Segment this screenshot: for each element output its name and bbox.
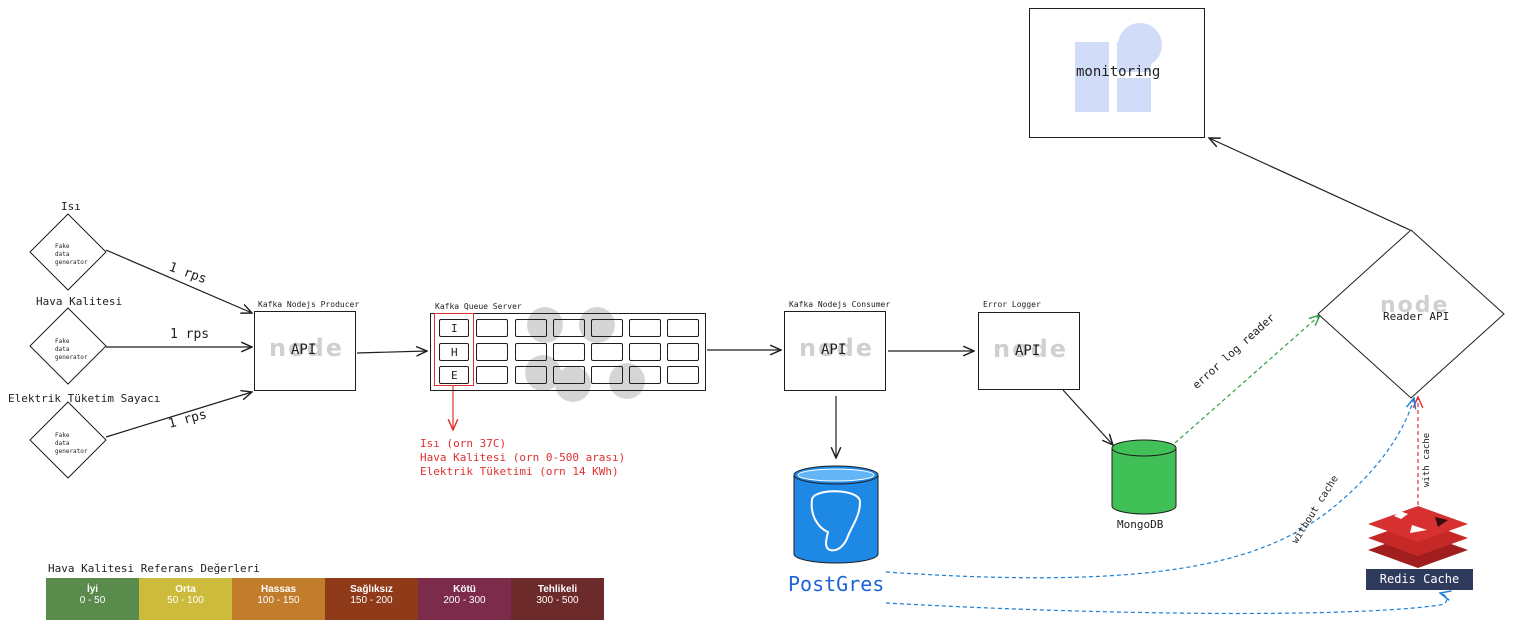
queue-cell (667, 319, 699, 337)
queue-cell-e: E (439, 366, 469, 384)
queue-cell-i: I (439, 319, 469, 337)
postgres-cylinder (793, 465, 879, 564)
edge-logger-mongodb (1062, 389, 1113, 445)
monitoring-label: monitoring (1076, 64, 1161, 80)
redis-logo (1368, 506, 1468, 568)
redis-label: Redis Cache (1366, 569, 1473, 590)
edge-elektrik-producer (105, 392, 252, 438)
aqi-level-name: Tehlikeli (537, 584, 578, 595)
queue-cell (515, 343, 547, 361)
aqi-level-name: Hassas (260, 584, 297, 595)
producer-title: Kafka Nodejs Producer (258, 300, 360, 309)
queue-cell-h: H (439, 343, 469, 361)
sensor-elektrik-title: Elektrik Tüketim Sayacı (8, 392, 161, 405)
aqi-level-range: 50 - 100 (167, 595, 204, 606)
monitoring-logo (1075, 23, 1162, 112)
nodejs-logo-icon: node (1380, 293, 1450, 318)
reader-label: Reader API (1383, 310, 1450, 323)
queue-cell (667, 366, 699, 384)
edge-mongodb-reader (1174, 315, 1320, 444)
queue-cell (553, 366, 585, 384)
queue-cell (553, 343, 585, 361)
sensor-isi-diamond (29, 213, 107, 291)
queue-note-line: Elektrik Tüketimi (orn 14 KWh) (420, 465, 619, 478)
aqi-level-range: 0 - 50 (79, 595, 106, 606)
monitoring-box (1029, 8, 1205, 138)
postgres-label: PostGres (788, 572, 885, 596)
queue-cell (667, 343, 699, 361)
logger-box: node API (978, 312, 1080, 390)
queue-cell (629, 343, 661, 361)
edge-postgres-redis (885, 593, 1447, 615)
aqi-level-range: 150 - 200 (350, 595, 393, 606)
queue-highlight (434, 313, 474, 386)
edge-reader-monitoring (1209, 138, 1411, 231)
consumer-box: node API (784, 311, 886, 391)
nodejs-logo-icon: node (799, 334, 875, 362)
queue-cell (629, 366, 661, 384)
edge-producer-queue (356, 351, 427, 353)
queue-box (430, 313, 706, 391)
queue-cell (515, 366, 547, 384)
aqi-level-range: 100 - 150 (257, 595, 300, 606)
edge-isi-producer (105, 249, 252, 313)
sensor-hava-title: Hava Kalitesi (36, 295, 123, 308)
queue-cell (591, 319, 623, 337)
aqi-level-name: Kötü (453, 584, 476, 595)
logger-api-label: API (1015, 343, 1041, 359)
aqi-level-name: Sağlıksız (350, 584, 393, 595)
consumer-api-label: API (821, 342, 847, 358)
sensor-hava-diamond (29, 307, 107, 385)
aqi-level-name: İyi (86, 584, 99, 595)
sensor-elektrik-label: Fake data generator (55, 432, 88, 455)
aqi-title: Hava Kalitesi Referans Değerleri (48, 562, 260, 575)
nodejs-logo-icon: node (269, 334, 345, 362)
reader-diamond (1317, 229, 1505, 399)
sensor-isi-title: Isı (61, 200, 81, 213)
nodejs-logo-icon: node (993, 335, 1069, 363)
aqi-level-range: 300 - 500 (536, 595, 579, 606)
mongodb-label: MongoDB (1117, 518, 1164, 531)
queue-title: Kafka Queue Server (435, 302, 522, 311)
sensor-hava-label: Fake data generator (55, 338, 88, 361)
sensor-isi-label: Fake data generator (55, 243, 88, 266)
edge-label-with-cache: with cache (1422, 432, 1432, 487)
queue-note-line: Isı (orn 37C) (420, 437, 507, 450)
queue-cell (476, 366, 508, 384)
aqi-level-range: 200 - 300 (443, 595, 486, 606)
edge-postgres-reader (885, 398, 1414, 579)
queue-cell (629, 319, 661, 337)
queue-cell (553, 319, 585, 337)
queue-cell (515, 319, 547, 337)
queue-cell (476, 319, 508, 337)
aqi-level-name: Orta (175, 584, 196, 595)
producer-box: node API (254, 311, 356, 391)
queue-cell (591, 366, 623, 384)
queue-cell (476, 343, 508, 361)
queue-cell (591, 343, 623, 361)
mongodb-cylinder (1111, 439, 1177, 515)
sensor-elektrik-diamond (29, 401, 107, 479)
queue-note: Isı (orn 37C) Hava Kalitesi (orn 0-500 a… (420, 437, 625, 479)
producer-api-label: API (291, 342, 317, 358)
logger-title: Error Logger (983, 300, 1041, 309)
queue-note-line: Hava Kalitesi (orn 0-500 arası) (420, 451, 626, 464)
consumer-title: Kafka Nodejs Consumer (789, 300, 891, 309)
rate-hava: 1 rps (170, 327, 210, 342)
